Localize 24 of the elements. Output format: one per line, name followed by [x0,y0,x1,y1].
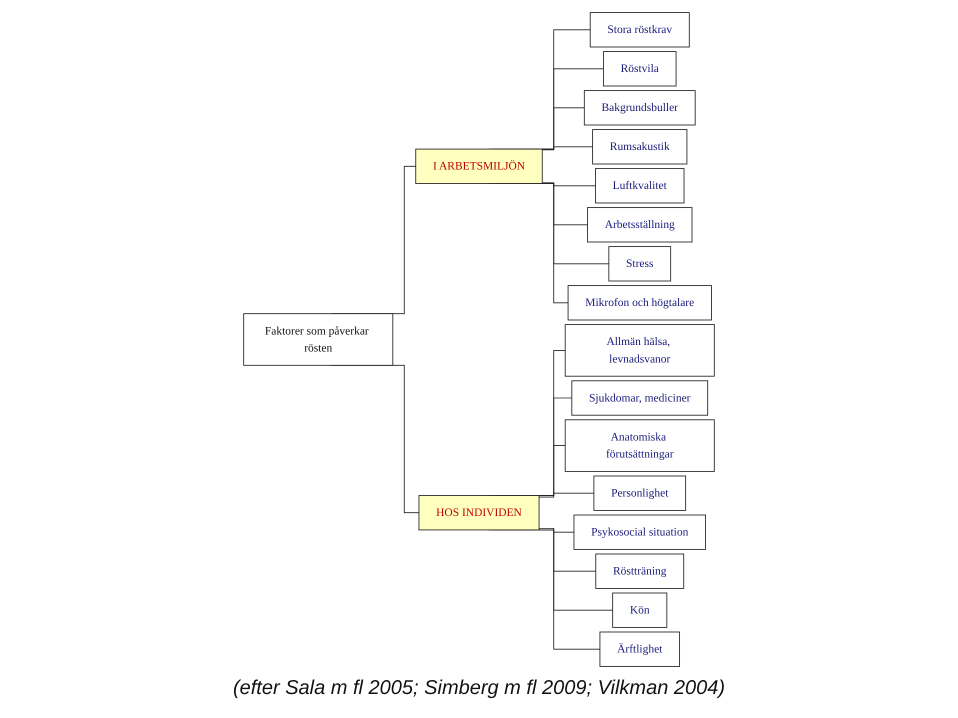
connector [538,528,574,533]
node-box: Mikrofon och högtalare [568,285,712,320]
node-box: Sjukdomar, mediciner [571,380,708,416]
connector [542,146,594,150]
node-box: Anatomiska förutsättningar [564,419,715,472]
node-box: Ärftlighet [600,632,680,667]
node-box: Faktorer som påverkar rösten [243,313,394,366]
node-box: Röstvila [603,51,676,86]
node-box: Kön [612,592,668,628]
connector [538,492,594,498]
node-box: Bakgrundsbuller [584,90,696,126]
node-box: Rumsakustik [592,129,688,164]
node-box: Luftkvalitet [595,168,684,204]
node-box: Röstträning [595,554,684,589]
node-box: Arbetsställning [587,207,692,242]
caption: (efter Sala m fl 2005; Simberg m fl 2009; Vilkman 2004) [232,677,726,700]
node-box: I ARBETSMILJÖN [415,148,543,184]
node-box: Allmän hälsa, levnadsvanor [564,324,715,377]
node-box: Stress [608,246,672,282]
node-box: Personlighet [593,476,686,511]
node-box: Psykosocial situation [574,514,706,550]
node-box: HOS INDIVIDEN [418,495,540,530]
connector [542,182,596,186]
node-box: Stora röstkrav [590,12,690,48]
